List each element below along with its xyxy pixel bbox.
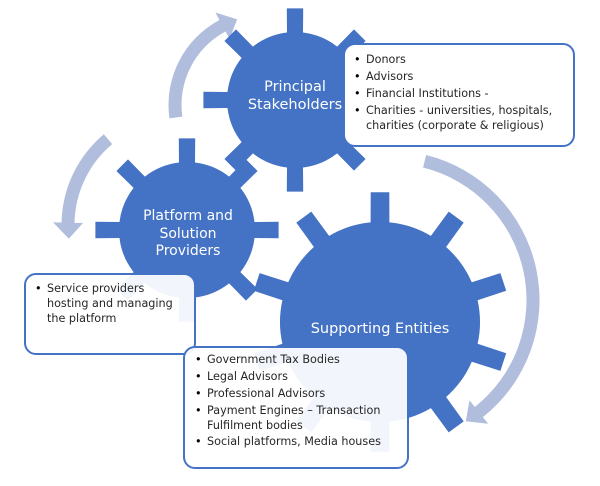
gear-label-line: Stakeholders: [247, 97, 343, 114]
list-item: Advisors: [354, 70, 565, 85]
list-item: Government Tax Bodies: [195, 353, 399, 368]
list-item: Financial Institutions -: [354, 87, 565, 102]
arrow-right-icon: [423, 154, 540, 424]
list-item: Payment Engines – Transaction Fulfilment…: [195, 404, 399, 434]
list-item: Donors: [354, 53, 565, 68]
gear-principal-stakeholders: [203, 8, 387, 192]
principal-stakeholders-box: Donors Advisors Financial Institutions -…: [343, 43, 575, 147]
gear-label-supporting-entities: Supporting Entities: [300, 320, 460, 338]
list-item: Legal Advisors: [195, 370, 399, 385]
gear-label-line: Platform and: [143, 208, 233, 224]
platform-providers-box: Service providers hosting and managing t…: [24, 273, 196, 355]
platform-providers-list: Service providers hosting and managing t…: [35, 282, 186, 327]
gear-label-line: Providers: [155, 243, 221, 259]
gear-label-line: Principal: [264, 79, 326, 95]
arrow-top-icon: [168, 12, 238, 119]
list-item: Service providers hosting and managing t…: [35, 282, 186, 327]
list-item: Professional Advisors: [195, 387, 399, 402]
gear-label-principal-stakeholders: Principal Stakeholders: [225, 78, 365, 114]
principal-stakeholders-list: Donors Advisors Financial Institutions -…: [354, 53, 565, 133]
gear-label-line: Solution: [159, 225, 217, 242]
cycle-arrows: [53, 12, 540, 424]
gear-label-line: Supporting Entities: [310, 321, 450, 337]
supporting-entities-list: Government Tax Bodies Legal Advisors Pro…: [195, 353, 399, 450]
supporting-entities-box: Government Tax Bodies Legal Advisors Pro…: [183, 346, 409, 469]
gear-label-platform-solution-providers: Platform and Solution Providers: [118, 208, 258, 261]
arrow-left-icon: [53, 134, 113, 239]
list-item: Charities - universities, hospitals, cha…: [354, 104, 565, 134]
list-item: Social platforms, Media houses: [195, 435, 399, 450]
